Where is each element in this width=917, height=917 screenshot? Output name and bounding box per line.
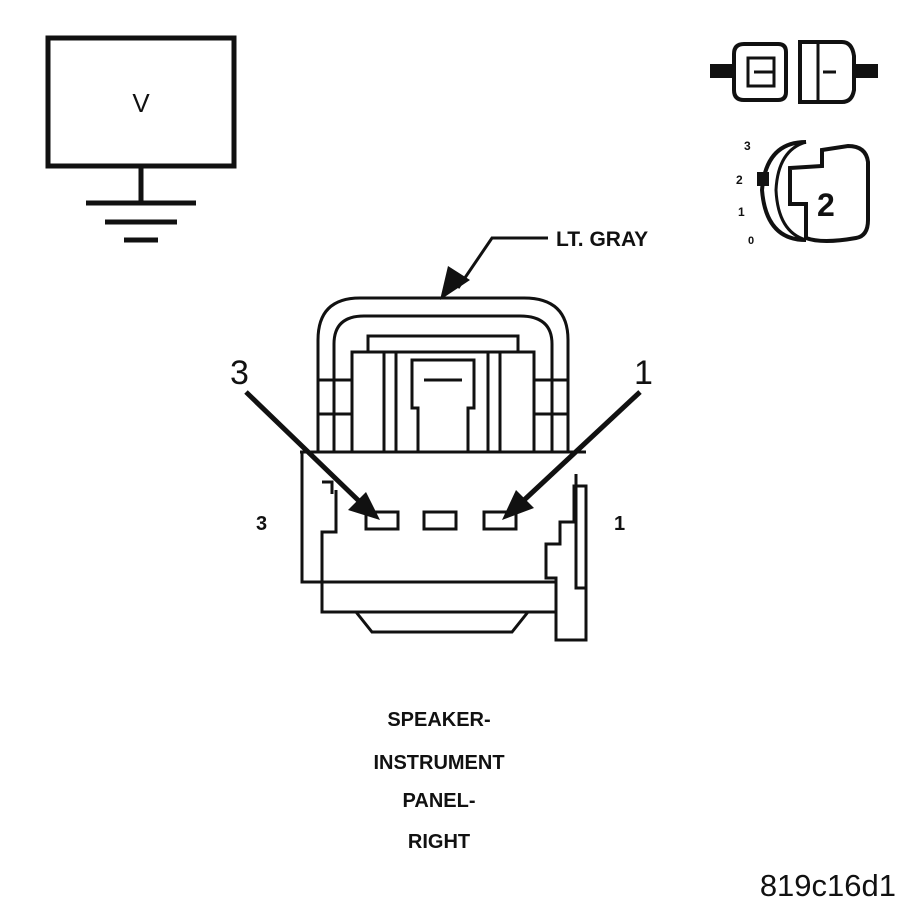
voltmeter-symbol: V bbox=[45, 35, 237, 243]
mode-scale-3: 3 bbox=[744, 139, 751, 153]
mode-scale-0: 0 bbox=[748, 235, 754, 247]
ground-icon bbox=[86, 200, 196, 243]
mode-selected-number: 2 bbox=[817, 187, 835, 223]
color-leader-line bbox=[456, 236, 548, 289]
connector-mating-icon bbox=[710, 40, 878, 104]
pin-cavity-2 bbox=[422, 510, 458, 531]
pin-label-1: 1 bbox=[614, 513, 625, 535]
mode-indicator-mark bbox=[757, 172, 769, 186]
figure-id: 819c16d1 bbox=[760, 868, 896, 903]
caption-line-2: INSTRUMENT bbox=[373, 752, 504, 774]
mode-scale-1: 1 bbox=[738, 205, 745, 219]
caption-line-4: RIGHT bbox=[408, 831, 470, 853]
pin-callout-1-arrow bbox=[520, 390, 642, 504]
connector-color-label: LT. GRAY bbox=[556, 228, 648, 251]
color-leader-arrowhead bbox=[440, 266, 470, 300]
mode-selector-icon: 3 2 1 0 2 bbox=[736, 139, 870, 247]
mode-scale-2: 2 bbox=[736, 173, 743, 187]
voltmeter-label: V bbox=[132, 88, 150, 118]
pin-callout-3-arrow bbox=[244, 390, 362, 504]
pin-label-3: 3 bbox=[256, 513, 267, 535]
caption-line-3: PANEL- bbox=[403, 790, 476, 812]
pin-callout-3-label: 3 bbox=[230, 354, 249, 392]
pin-callout-1-arrowhead bbox=[502, 490, 534, 520]
pin-callout-1-label: 1 bbox=[634, 354, 653, 392]
pin-callout-3-arrowhead bbox=[348, 492, 380, 520]
caption-line-1: SPEAKER- bbox=[387, 709, 490, 731]
connector-body bbox=[300, 296, 588, 642]
